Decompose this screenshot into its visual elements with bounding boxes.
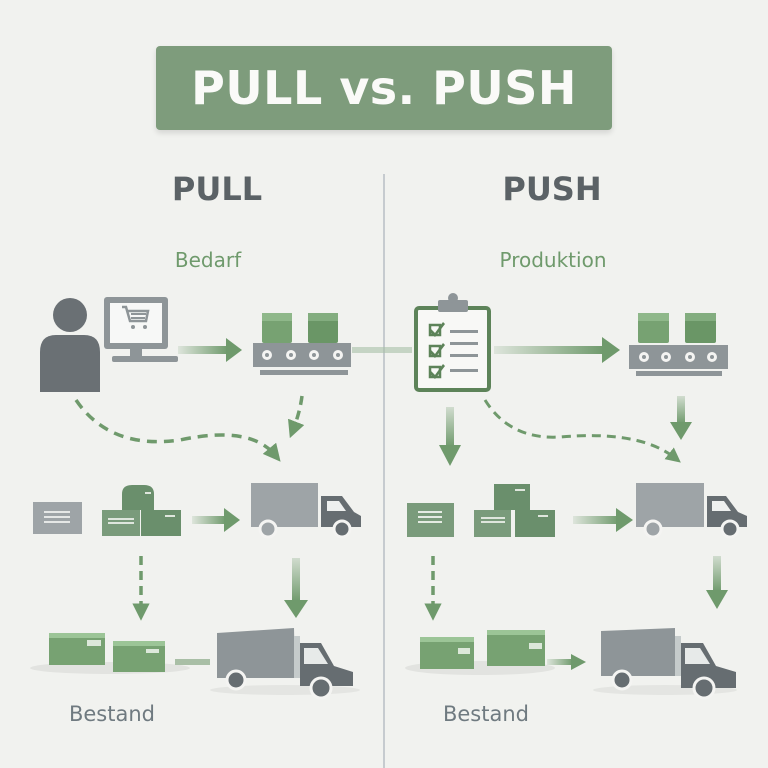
boxes-icon (102, 485, 181, 536)
clipboard-checklist-icon (414, 293, 491, 392)
push-arrow-clipboard-down (439, 407, 461, 466)
pull-subheading: Bedarf (174, 248, 242, 272)
cross-link (352, 347, 412, 353)
delivery-truck-icon (593, 628, 737, 700)
push-arrow-clipboard-to-conveyor (494, 337, 620, 363)
push-dashed-arrow-clipboard (483, 399, 681, 463)
pull-heading: PULL (171, 170, 263, 208)
inventory-boxes-icon (30, 633, 190, 674)
pull-arrow-computer-to-conveyor (178, 338, 242, 362)
pull-dashed-arrow-person (74, 399, 281, 462)
inventory-boxes-icon (405, 630, 555, 675)
computer-cart-icon (104, 297, 178, 362)
push-arrow-inventory-to-truck (547, 654, 586, 670)
pull-link-inventory-truck (175, 659, 210, 665)
push-arrow-truck-down (706, 556, 728, 609)
document-icon (33, 502, 82, 534)
title-text: PULL vs. PUSH (191, 61, 577, 115)
document-icon (407, 503, 454, 537)
push-heading: PUSH (502, 170, 602, 208)
conveyor-icon (629, 313, 728, 376)
person-icon (40, 298, 100, 392)
push-arrow-conveyor-down (670, 396, 692, 440)
conveyor-icon (253, 313, 351, 375)
pull-arrow-boxes-to-truck (192, 508, 240, 532)
column-divider (383, 174, 385, 768)
push-arrow-boxes-to-truck (573, 508, 633, 532)
push-subheading: Produktion (499, 248, 607, 272)
truck-icon (636, 483, 747, 539)
pull-dashed-arrow-conveyor (288, 395, 305, 439)
pull-arrow-truck-down (284, 558, 308, 618)
boxes-icon (474, 484, 555, 537)
delivery-truck-icon (210, 628, 360, 700)
truck-icon (251, 483, 361, 539)
title-banner: PULL vs. PUSH (156, 46, 612, 130)
push-stock-label: Bestand (442, 702, 529, 726)
pull-stock-label: Bestand (68, 702, 155, 726)
